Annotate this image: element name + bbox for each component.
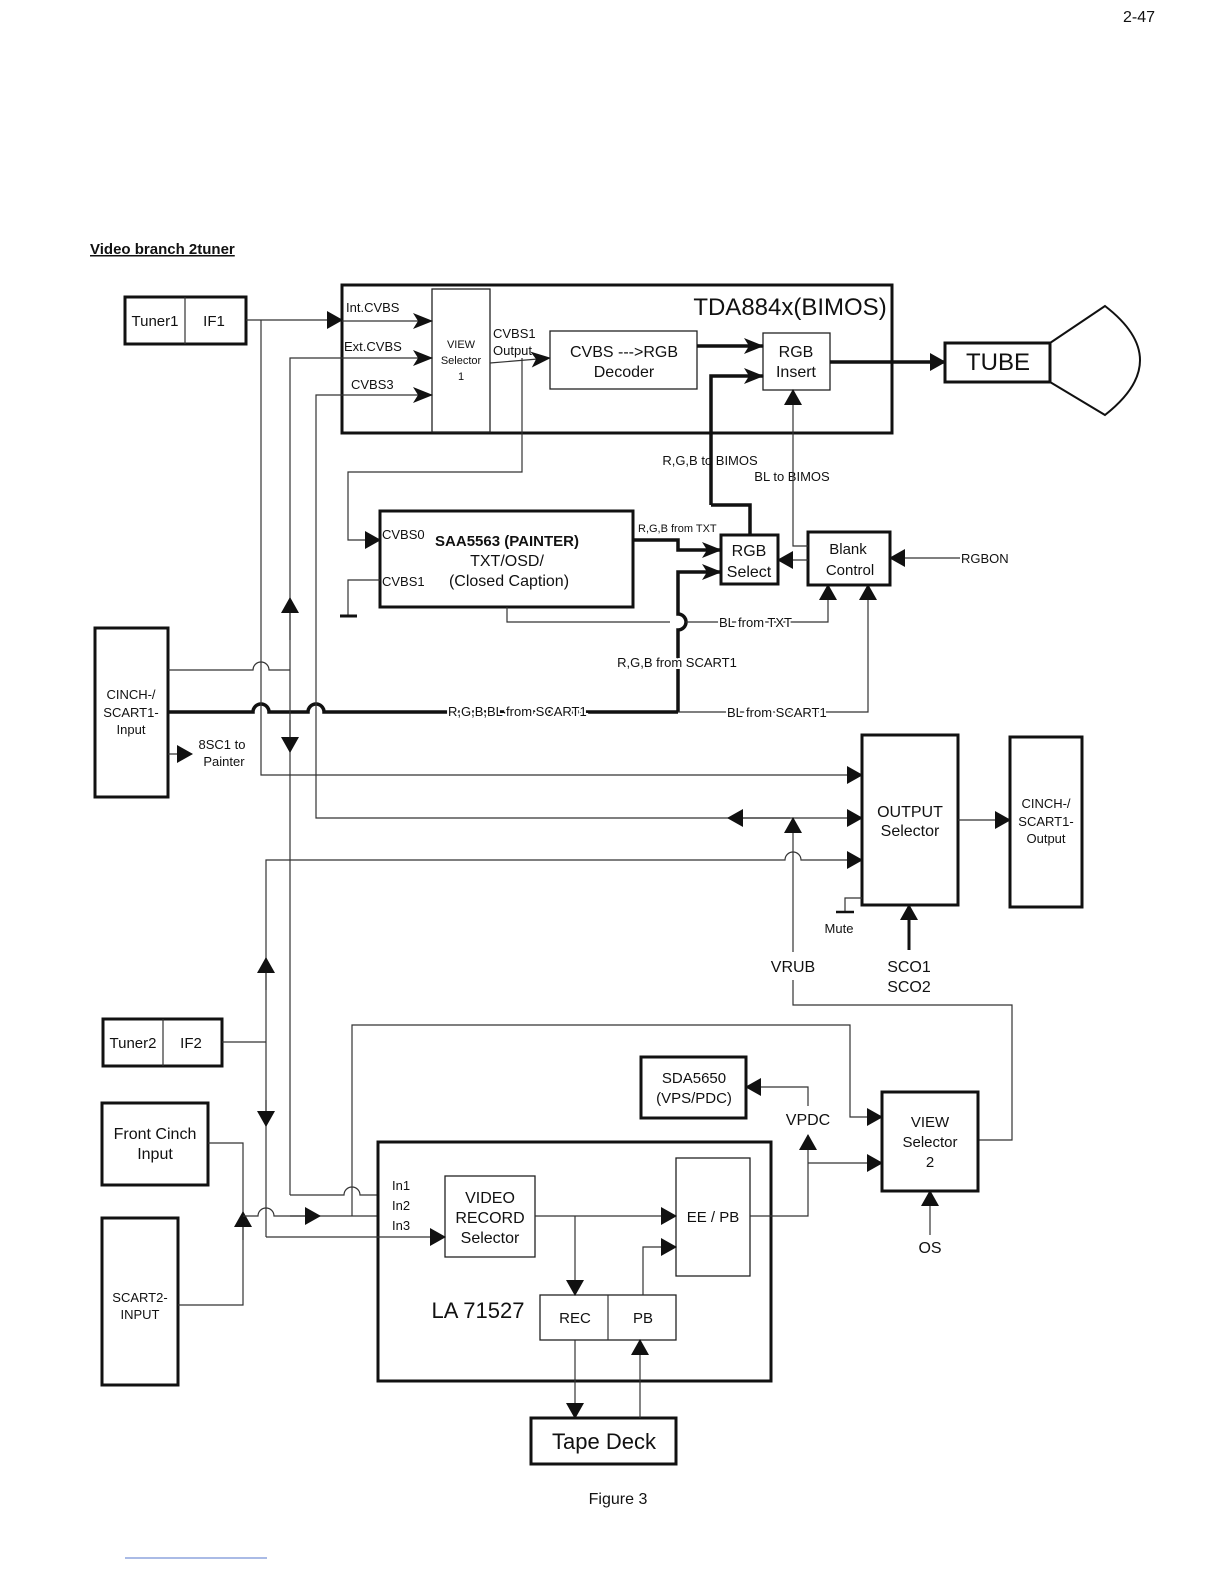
cinch-in-l3: Input <box>117 722 146 737</box>
in3-label: In3 <box>392 1218 410 1233</box>
saa-l2: TXT/OSD/ <box>470 553 544 570</box>
scart2-l2: INPUT <box>121 1307 160 1322</box>
cinch-out-l1: CINCH-/ <box>1021 796 1070 811</box>
rgb-insert-l2: Insert <box>776 364 817 381</box>
ee-pb-label: EE / PB <box>687 1209 740 1226</box>
cinch-out-l3: Output <box>1026 831 1065 846</box>
cvbs1-output-l2: Output <box>493 343 532 358</box>
rgbon-label: RGBON <box>961 551 1009 566</box>
rgbbl-from-scart1-label: R,G,B,BL from SCART1 <box>448 704 587 719</box>
tuner1-label: Tuner1 <box>132 313 179 330</box>
cvbs3-label: CVBS3 <box>351 377 394 392</box>
cvbs0-label: CVBS0 <box>382 527 425 542</box>
sc1-painter-l2: Painter <box>203 754 245 769</box>
cinch-in-l1: CINCH-/ <box>106 687 155 702</box>
saa-l3: (Closed Caption) <box>449 573 569 590</box>
view-sel2-l2: Selector <box>902 1134 957 1151</box>
rec-label: REC <box>559 1310 591 1327</box>
blank-control-block: Blank Control <box>806 530 892 587</box>
video-record-l3: Selector <box>461 1230 520 1247</box>
tape-deck-block: Tape Deck <box>529 1416 678 1466</box>
cvbs1-output-l1: CVBS1 <box>493 326 536 341</box>
rgb-select-block: RGB Select <box>719 533 780 586</box>
scart2-l1: SCART2- <box>112 1290 167 1305</box>
sda5650-block: SDA5650 (VPS/PDC) <box>639 1055 748 1120</box>
blank-control-l2: Control <box>826 562 874 579</box>
sda-l1: SDA5650 <box>662 1070 726 1087</box>
rgb-select-l1: RGB <box>732 543 767 560</box>
bl-from-scart1-label: BL from SCART1 <box>727 705 827 720</box>
output-sel-l2: Selector <box>881 823 940 840</box>
tape-deck-label: Tape Deck <box>552 1429 657 1454</box>
view-selector2-block: VIEW Selector 2 <box>880 1090 980 1193</box>
tube-block: TUBE <box>943 304 1141 417</box>
rgb-from-txt-label: R,G,B from TXT <box>638 523 717 535</box>
rgb-select-l2: Select <box>727 564 772 581</box>
if1-label: IF1 <box>203 313 225 330</box>
la-label: LA 71527 <box>432 1298 525 1323</box>
tda-label: TDA884x(BIMOS) <box>693 294 886 321</box>
tuner1-block: Tuner1 IF1 <box>123 295 248 346</box>
tube-label: TUBE <box>966 349 1030 376</box>
cinch-scart1-input-block: CINCH-/ SCART1- Input <box>93 626 170 799</box>
decoder-l2: Decoder <box>594 364 655 381</box>
output-sel-l1: OUTPUT <box>877 804 943 821</box>
figure-caption: Figure 3 <box>589 1491 648 1508</box>
vrub-label: VRUB <box>771 959 815 976</box>
view-sel1-l2: Selector <box>441 355 482 367</box>
section-title: Video branch 2tuner <box>90 241 235 258</box>
tuner2-label: Tuner2 <box>110 1035 157 1052</box>
rgb-from-scart1-label: R,G,B from SCART1 <box>617 655 737 670</box>
cvbs1-label: CVBS1 <box>382 574 425 589</box>
rgb-insert-l1: RGB <box>779 344 814 361</box>
view-sel2-l3: 2 <box>926 1154 934 1171</box>
view-sel2-l1: VIEW <box>911 1114 950 1131</box>
ext-cvbs-label: Ext.CVBS <box>344 339 402 354</box>
pb-label: PB <box>633 1310 653 1327</box>
video-record-l2: RECORD <box>455 1210 524 1227</box>
video-record-l1: VIDEO <box>465 1190 515 1207</box>
blank-control-l1: Blank <box>829 541 867 558</box>
in2-label: In2 <box>392 1198 410 1213</box>
output-selector-block: OUTPUT Selector <box>860 733 960 907</box>
tuner2-block: Tuner2 IF2 <box>101 1017 224 1068</box>
view-sel1-l1: VIEW <box>447 339 476 351</box>
mute-label: Mute <box>825 921 854 936</box>
sco2-label: SCO2 <box>887 979 931 996</box>
int-cvbs-label: Int.CVBS <box>346 300 400 315</box>
scart2-input-block: SCART2- INPUT <box>100 1216 180 1387</box>
sda-l2: (VPS/PDC) <box>656 1090 732 1107</box>
saa5563-block: CVBS0 CVBS1 SAA5563 (PAINTER) TXT/OSD/ (… <box>378 509 635 609</box>
tda884x-block: TDA884x(BIMOS) VIEW Selector 1 Int.CVBS … <box>340 283 894 505</box>
cinch-out-l2: SCART1- <box>1018 814 1073 829</box>
decoder-l1: CVBS --->RGB <box>570 344 678 361</box>
front-cinch-l1: Front Cinch <box>114 1126 197 1143</box>
page-number: 2-47 <box>1123 9 1155 26</box>
cinch-in-l2: SCART1- <box>103 705 158 720</box>
front-cinch-l2: Input <box>137 1146 173 1163</box>
rgb-to-bimos-label: R,G,B to BIMOS <box>662 453 758 468</box>
if2-label: IF2 <box>180 1035 202 1052</box>
saa-label: SAA5563 (PAINTER) <box>435 533 579 550</box>
sco1-label: SCO1 <box>887 959 931 976</box>
front-cinch-input-block: Front Cinch Input <box>100 1101 210 1187</box>
cinch-scart1-output-block: CINCH-/ SCART1- Output <box>1008 735 1084 909</box>
view-sel1-l3: 1 <box>458 371 464 383</box>
bl-from-txt-label: BL from TXT <box>719 615 792 630</box>
sc1-painter-l1: 8SC1 to <box>199 737 246 752</box>
in1-label: In1 <box>392 1178 410 1193</box>
vpdc-label: VPDC <box>786 1112 830 1129</box>
os-label: OS <box>918 1240 941 1257</box>
bl-to-bimos-label: BL to BIMOS <box>754 469 830 484</box>
